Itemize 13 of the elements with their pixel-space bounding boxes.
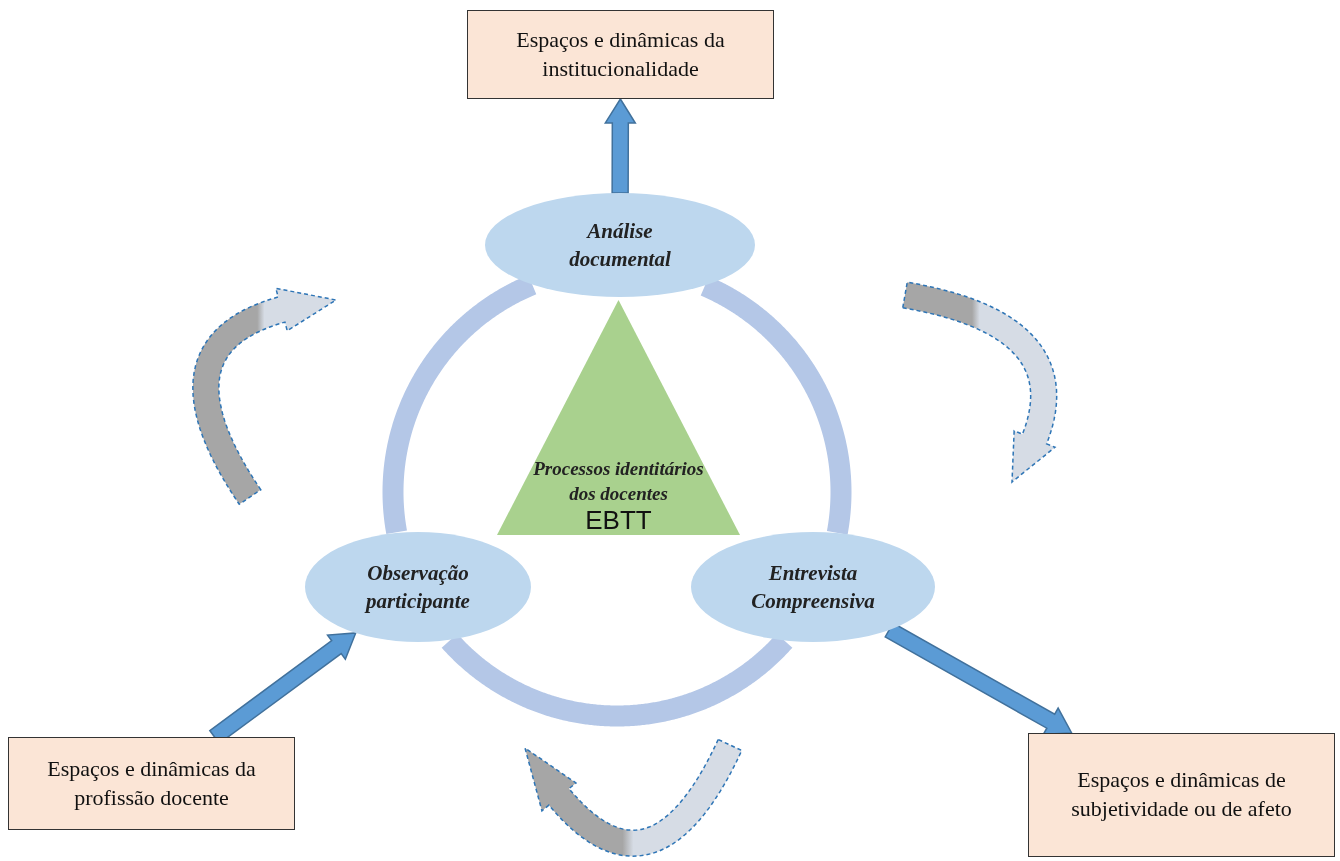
node-subtext: EBTT: [585, 506, 652, 535]
node-text: Espaços e dinâmicas da institucionalidade: [515, 25, 726, 83]
text-box: [1028, 733, 1335, 857]
node-text: Espaços e dinâmicas de subjetividade ou de afeto: [1070, 766, 1293, 823]
block-arrow: [603, 97, 637, 194]
text-box: [467, 10, 774, 99]
text-box: [8, 737, 295, 830]
node-text: Entrevista Compreensiva: [750, 559, 876, 615]
node-text: Espaços e dinâmicas da profissão docente: [46, 754, 257, 812]
node-text: Processos identitários dos docentes: [532, 457, 705, 506]
triangle-shape: [497, 300, 740, 535]
node-text: Análise documental: [568, 217, 672, 273]
node-text: Observação participante: [363, 559, 471, 615]
